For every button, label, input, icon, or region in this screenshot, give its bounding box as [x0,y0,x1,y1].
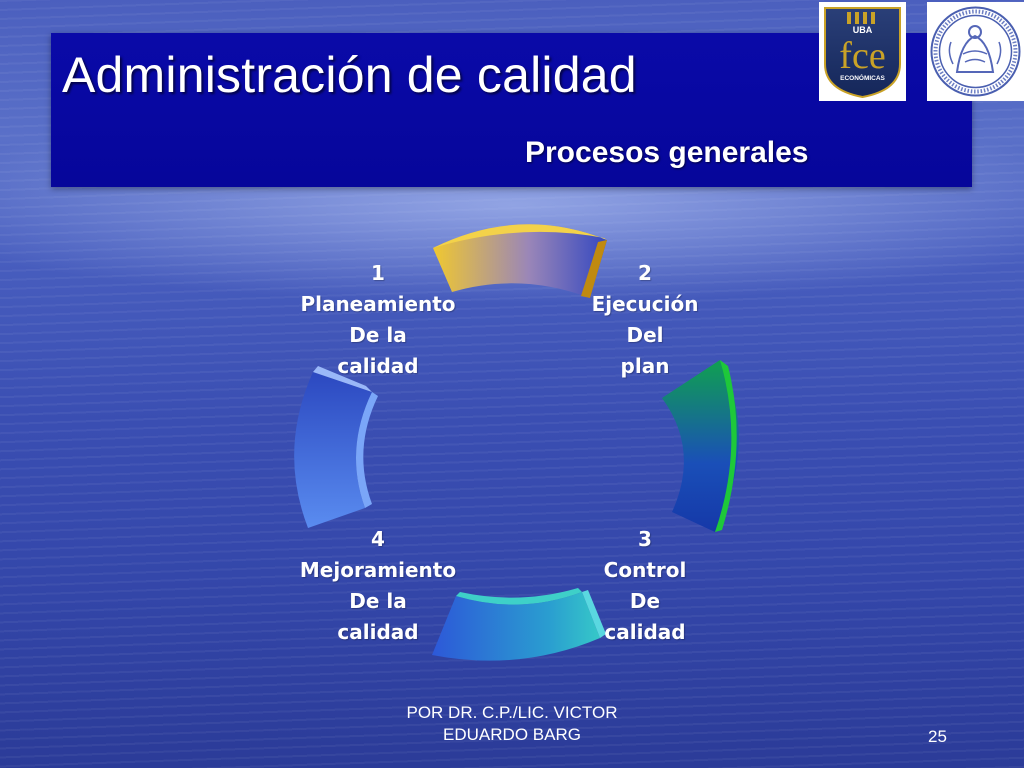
cycle-step-control: 3 Control De calidad [545,524,745,648]
cycle-segment-right [662,360,739,532]
step-label-line: Planeamiento [300,292,456,316]
step-number: 2 [638,261,652,285]
step-label-line: Ejecución [591,292,699,316]
fce-logo: UBA fce ECONÓMICAS [819,2,906,101]
step-label-line: plan [620,354,670,378]
cycle-segment-left [294,366,378,528]
step-label-line: Mejoramiento [299,558,457,582]
slide-number: 25 [928,727,947,746]
fce-logo-main-text: fce [839,35,885,77]
title-bar [51,33,972,187]
cycle-step-planning: 1 Planeamiento De la calidad [278,258,478,382]
step-number: 4 [371,527,385,551]
cycle-segment-top [433,224,607,298]
step-label-line: calidad [337,354,419,378]
university-seal-icon [927,2,1024,101]
step-label-line: calidad [604,620,686,644]
step-label-line: Del [626,323,664,347]
footer-author-line: EDUARDO BARG [443,725,581,744]
cycle-step-improvement: 4 Mejoramiento De la calidad [278,524,478,648]
step-label-line: De [629,589,661,613]
footer-author-line: POR DR. C.P./LIC. VICTOR [406,703,618,722]
footer-author: POR DR. C.P./LIC. VICTOR EDUARDO BARG [362,702,662,746]
fce-logo-top-text: UBA [853,25,873,35]
step-label-line: De la [349,323,407,347]
cycle-step-execution: 2 Ejecución Del plan [545,258,745,382]
fce-logo-bottom-text: ECONÓMICAS [840,73,885,82]
step-label-line: calidad [337,620,419,644]
step-label-line: De la [349,589,407,613]
slide-subtitle: Procesos generales [525,136,809,169]
step-label-line: Control [603,558,687,582]
step-number: 3 [638,527,652,551]
step-number: 1 [371,261,385,285]
cycle-segment-bottom [432,588,606,661]
slide-title: Administración de calidad [62,47,637,103]
